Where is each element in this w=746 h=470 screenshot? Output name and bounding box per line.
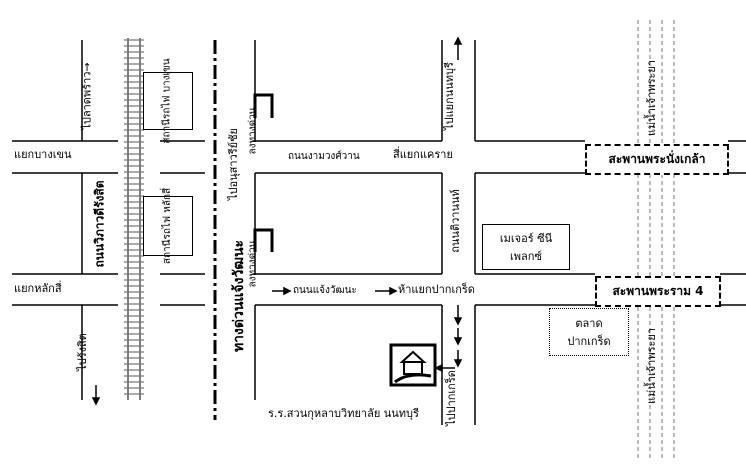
road-edges [12,40,746,425]
label-ramp-down-2: ลงทางด่วน [247,240,259,288]
label-vibhavadi-road: ถนนวิภาวดีรังสิต [92,180,107,268]
label-ngamwongwan-road: ถนนงามวงศ์วาน [288,151,360,162]
phra-nang-klao-bridge: สะพานพระนั่งเกล้า [585,144,729,175]
label-tiwanon-road: ถนนติวานนท์ [448,189,462,253]
ramp-2 [253,228,274,252]
school-marker [389,343,437,387]
pak-kret-market: ตลาด ปากเกร็ด [549,308,629,356]
label-khae-rai-junction: สี่แยกแคราย [393,148,453,161]
label-chao-phraya-north: แม่น้ำเจ้าพระยา [645,59,659,137]
label-chao-phraya-south: แม่น้ำเจ้าพระยา [645,327,659,405]
label-to-rangsit: ไปรังสิต [75,333,89,371]
direction-arrows [91,36,463,406]
label-to-nonthaburi-junction: ไปแยกนนทบุรี [442,62,456,130]
ramp-1 [253,93,274,118]
rama4-bridge: สะพานพระราม 4 [595,276,721,307]
label-to-pak-kret: ไปปากเกร็ด [444,370,458,426]
label-bang-khen-junction: แยกบางเขน [14,148,72,161]
railway [124,38,144,400]
label-to-lat-phrao: ไปลาดพร้าว→ [80,62,94,130]
major-cineplex: เมเจอร์ ซีนีเพลกซ์ [482,224,570,270]
bang-khen-station: สถานีรถไฟ บางเขน [143,58,193,144]
label-to-victory-monument: ไปอนุสาวรีย์ชัย [226,128,240,200]
label-chaengwattana-expressway: ทางด่วนแจ้งวัฒนะ [231,239,248,353]
label-ramp-down-1: ลงทางด่วน [247,107,259,155]
river-chao-phraya [637,20,675,460]
label-chaengwattana-road: ถนนแจ้งวัฒนะ [293,285,357,296]
label-school: ร.ร.สวนกุหลาบวิทยาลัย นนทบุรี [268,407,419,420]
label-pak-kret-junction: ห้าแยกปากเกร็ด [398,283,475,296]
lak-si-station: สถานีรถไฟ หลักสี่ [143,188,193,264]
label-lak-si-junction: แยกหลักสี่ [14,282,62,295]
